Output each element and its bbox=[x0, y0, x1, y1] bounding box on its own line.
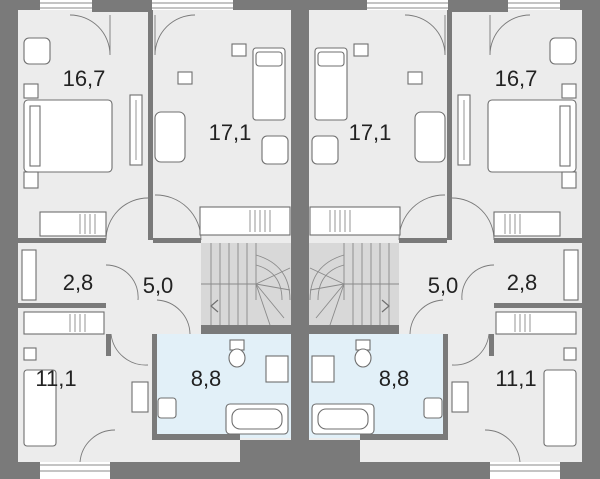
bed-icon bbox=[23, 369, 57, 447]
room-area-label: 5,0 bbox=[143, 273, 174, 298]
room-area-label: 8,8 bbox=[191, 366, 222, 391]
bed-icon bbox=[487, 99, 577, 173]
room-area-label: 11,1 bbox=[35, 366, 76, 391]
room-area-label: 8,8 bbox=[379, 366, 410, 391]
armchair-icon bbox=[549, 37, 577, 65]
desk-icon bbox=[231, 43, 247, 57]
room-area-label: 2,8 bbox=[63, 270, 94, 295]
sink-icon bbox=[157, 397, 177, 419]
sink-icon bbox=[423, 397, 443, 419]
left-staircase bbox=[201, 243, 291, 326]
room-area-label: 17,1 bbox=[209, 120, 252, 145]
room-area-label: 16,7 bbox=[495, 66, 538, 91]
bed-icon bbox=[23, 99, 113, 173]
room-area-label: 17,1 bbox=[349, 120, 392, 145]
armchair-icon bbox=[414, 111, 446, 163]
windows bbox=[40, 2, 560, 472]
bed-icon bbox=[543, 369, 577, 447]
door-swings bbox=[69, 14, 531, 463]
furniture bbox=[21, 37, 579, 447]
desk-icon bbox=[353, 43, 369, 57]
right-staircase bbox=[309, 243, 399, 326]
room-area-label: 16,7 bbox=[63, 66, 106, 91]
armchair-icon bbox=[23, 37, 51, 65]
room-area-label: 2,8 bbox=[507, 270, 538, 295]
room-area-label: 5,0 bbox=[428, 273, 459, 298]
room-area-label: 11,1 bbox=[495, 366, 536, 391]
armchair-icon bbox=[154, 111, 186, 163]
